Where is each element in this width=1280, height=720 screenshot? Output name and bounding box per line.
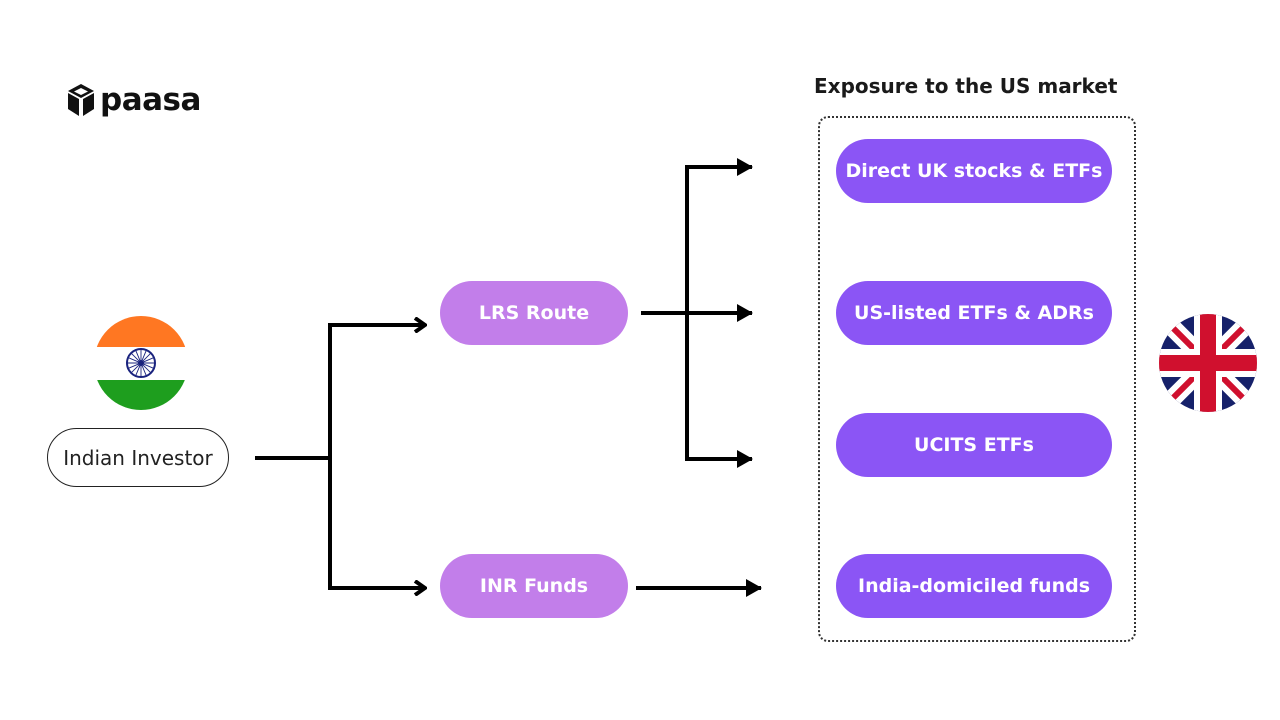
brand-logo: paasa (66, 80, 201, 120)
lrs-route-node: LRS Route (440, 281, 628, 345)
inr-funds-node: INR Funds (440, 554, 628, 618)
ucits-etfs-node: UCITS ETFs (836, 413, 1112, 477)
section-title: Exposure to the US market (814, 74, 1118, 98)
paasa-box-logo-icon (68, 84, 94, 116)
india-domiciled-funds-node: India-domiciled funds (836, 554, 1112, 618)
indian-investor-node: Indian Investor (47, 428, 229, 487)
brand-logo-text: paasa (100, 82, 201, 118)
direct-uk-stocks-node: Direct UK stocks & ETFs (836, 139, 1112, 203)
india-flag-icon (94, 316, 188, 410)
investor-branch (255, 325, 424, 588)
uk-flag-icon (1159, 314, 1257, 412)
lrs-branch (641, 158, 753, 468)
us-listed-etfs-node: US-listed ETFs & ADRs (836, 281, 1112, 345)
destination-group-box (818, 116, 1136, 642)
